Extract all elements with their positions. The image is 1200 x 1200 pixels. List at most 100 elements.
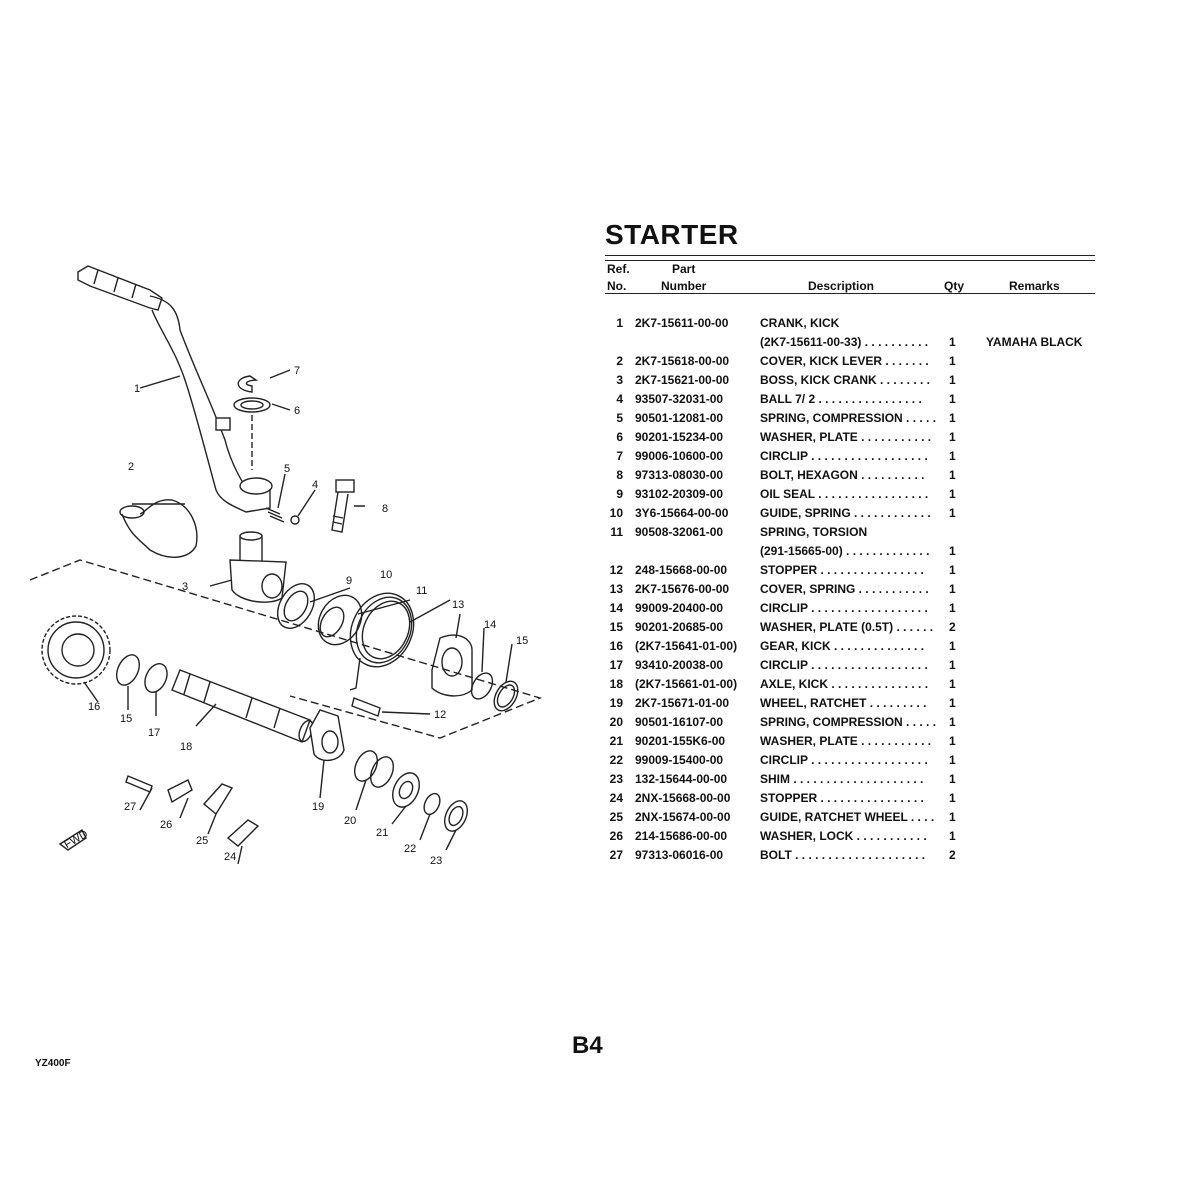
table-row: 7 99006-10600-00 CIRCLIP . . . . . . . . .… — [605, 447, 1095, 466]
quantity: 1 — [949, 753, 956, 767]
ref-number: 25 — [609, 810, 623, 824]
description-line-2: (2K7-15611-00-33) . . . . . . . . . . — [760, 335, 929, 349]
remarks: YAMAHA BLACK — [986, 335, 1083, 349]
callout-14: 14 — [484, 619, 496, 631]
ref-number: 2 — [616, 354, 623, 368]
description-line: OIL SEAL . . . . . . . . . . . . . . . .… — [760, 487, 929, 501]
ref-number: 3 — [616, 373, 623, 387]
part-washer-lock-26 — [167, 779, 193, 804]
description: CIRCLIP . . . . . . . . . . . . . . . . … — [760, 447, 940, 466]
part-washer-6 — [233, 397, 271, 413]
description-line: SHIM . . . . . . . . . . . . . . . . . .… — [760, 772, 924, 786]
table-row: 2 2K7-15618-00-00 COVER, KICK LEVER . . . … — [605, 352, 1095, 371]
ref-number: 14 — [609, 601, 623, 615]
part-number: 97313-08030-00 — [635, 468, 724, 482]
quantity: 1 — [949, 829, 956, 843]
description: CRANK, KICK(2K7-15611-00-33) . . . . . .… — [760, 314, 940, 352]
callout-23: 23 — [430, 855, 442, 867]
description-line: WASHER, PLATE . . . . . . . . . . . — [760, 430, 932, 444]
description: CIRCLIP . . . . . . . . . . . . . . . . … — [760, 751, 940, 770]
ref-number: 24 — [609, 791, 623, 805]
description-line: GUIDE, SPRING . . . . . . . . . . . . — [760, 506, 931, 520]
quantity: 1 — [949, 487, 956, 501]
title-rule — [605, 255, 1095, 261]
part-number: 99009-15400-00 — [635, 753, 724, 767]
description: WASHER, PLATE . . . . . . . . . . . — [760, 428, 940, 447]
description: WASHER, PLATE (0.5T) . . . . . . — [760, 618, 940, 637]
description-line: BALL 7/ 2 . . . . . . . . . . . . . . . … — [760, 392, 922, 406]
part-number: 2K7-15618-00-00 — [635, 354, 730, 368]
description: COVER, SPRING . . . . . . . . . . . — [760, 580, 940, 599]
part-number: 99006-10600-00 — [635, 449, 724, 463]
quantity: 1 — [949, 468, 956, 482]
description-line: AXLE, KICK . . . . . . . . . . . . . . . — [760, 677, 929, 691]
page-number: B4 — [572, 1032, 603, 1059]
callout-27: 27 — [124, 801, 136, 813]
header-part-line1: Part — [672, 262, 696, 276]
callout-2: 2 — [128, 461, 134, 473]
part-bolt-27 — [125, 775, 153, 793]
callout-22: 22 — [404, 843, 416, 855]
part-number: 132-15644-00-00 — [635, 772, 728, 786]
part-boss-kick-crank-3 — [229, 531, 287, 603]
callout-25: 25 — [196, 835, 208, 847]
quantity: 1 — [949, 734, 956, 748]
part-cover-spring-13 — [431, 634, 473, 697]
part-circlip-14 — [470, 672, 494, 700]
quantity: 1 — [949, 354, 956, 368]
description-line: BOLT, HEXAGON . . . . . . . . . . — [760, 468, 925, 482]
description: BOSS, KICK CRANK . . . . . . . . — [760, 371, 940, 390]
part-guide-spring-10 — [317, 594, 363, 646]
description: SPRING, TORSION(291-15665-00) . . . . . … — [760, 523, 940, 561]
description-line: COVER, KICK LEVER . . . . . . . — [760, 354, 929, 368]
part-spring-5 — [265, 507, 285, 523]
part-axle-kick-18 — [171, 669, 314, 743]
quantity: 1 — [949, 677, 956, 691]
ref-number: 13 — [609, 582, 623, 596]
quantity: 1 — [949, 772, 956, 786]
ref-number: 17 — [609, 658, 623, 672]
part-ball-4 — [290, 515, 300, 525]
header-qty: Qty — [944, 279, 965, 293]
description: GUIDE, SPRING . . . . . . . . . . . . — [760, 504, 940, 523]
part-number: 90201-20685-00 — [635, 620, 724, 634]
quantity: 1 — [949, 411, 956, 425]
part-number: 2K7-15671-01-00 — [635, 696, 730, 710]
ref-number: 12 — [609, 563, 623, 577]
ref-number: 9 — [616, 487, 623, 501]
ref-number: 7 — [616, 449, 623, 463]
table-row: 16(2K7-15641-01-00)GEAR, KICK . . . . . … — [605, 637, 1095, 656]
description: BOLT, HEXAGON . . . . . . . . . . — [760, 466, 940, 485]
quantity: 2 — [949, 620, 956, 634]
description: GEAR, KICK . . . . . . . . . . . . . . — [760, 637, 940, 656]
ref-number: 23 — [609, 772, 623, 786]
callout-1: 1 — [134, 383, 140, 395]
callout-15-right: 15 — [516, 635, 528, 647]
part-number: 90508-32061-00 — [635, 525, 724, 539]
part-number: (2K7-15641-01-00) — [635, 639, 738, 653]
description-line: CIRCLIP . . . . . . . . . . . . . . . . … — [760, 601, 928, 615]
callout-9: 9 — [346, 575, 352, 587]
ref-number: 4 — [616, 392, 623, 406]
quantity: 1 — [949, 810, 956, 824]
callout-13: 13 — [452, 599, 464, 611]
quantity: 1 — [949, 449, 956, 463]
description: BOLT . . . . . . . . . . . . . . . . . .… — [760, 846, 940, 865]
description: SPRING, COMPRESSION . . . . . — [760, 409, 940, 428]
part-spring-compression-20 — [353, 750, 379, 782]
callout-3: 3 — [182, 581, 188, 593]
callout-7: 7 — [294, 365, 300, 377]
description: STOPPER . . . . . . . . . . . . . . . . — [760, 561, 940, 580]
page-title: STARTER — [605, 219, 739, 250]
quantity: 2 — [949, 848, 956, 862]
description-line: GUIDE, RATCHET WHEEL . . . . — [760, 810, 935, 824]
callout-16: 16 — [88, 701, 100, 713]
